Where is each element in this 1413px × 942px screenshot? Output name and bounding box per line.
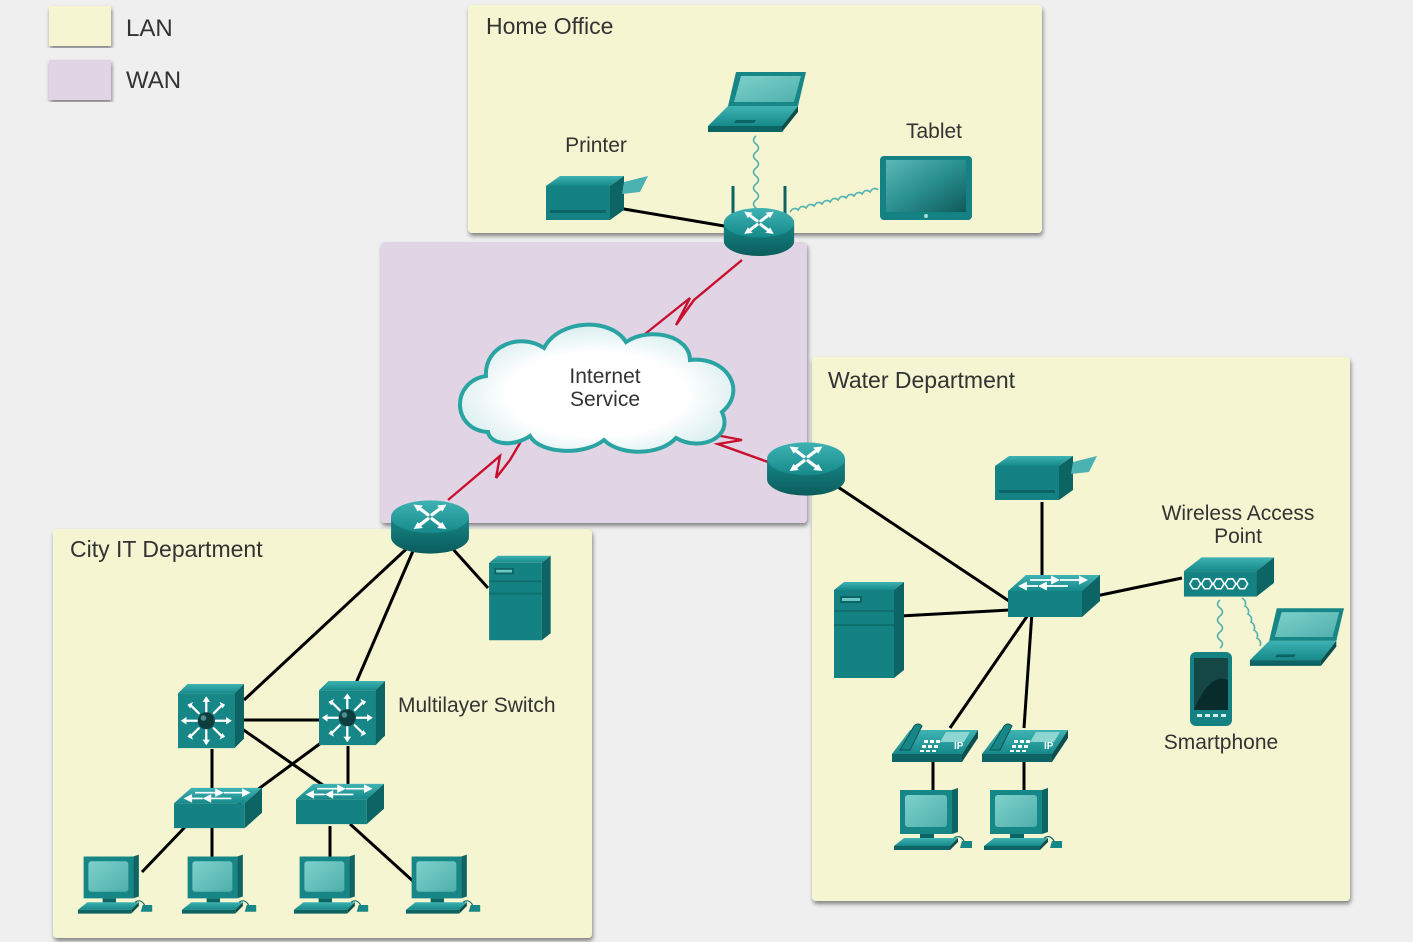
- wap-label-line2: Point: [1214, 525, 1262, 548]
- home-office-title: Home Office: [486, 13, 613, 39]
- city-it-switch-1[interactable]: [174, 787, 262, 829]
- cloud-label-line1: Internet: [569, 365, 640, 388]
- city-it-router[interactable]: [389, 498, 471, 556]
- ip-phone-1-badge: IP: [954, 741, 964, 752]
- legend-wan-label: WAN: [126, 67, 181, 94]
- cloud-label-line2: Service: [570, 388, 640, 411]
- multilayer-switch-label: Multilayer Switch: [398, 694, 556, 717]
- water-server[interactable]: [834, 582, 904, 678]
- home-router-icon: [722, 206, 796, 258]
- wireless-links: [752, 135, 1262, 649]
- legend-wan-swatch: [49, 60, 111, 100]
- water-switch[interactable]: [1008, 574, 1100, 618]
- legend-lan-swatch: [49, 6, 111, 46]
- multilayer-switch-2[interactable]: [319, 681, 385, 747]
- wap-label-line1: Wireless Access: [1162, 502, 1315, 525]
- water-department-zone: [812, 357, 1350, 901]
- home-tablet[interactable]: [880, 156, 972, 220]
- city-it-switch-2[interactable]: [296, 783, 384, 825]
- tablet-label: Tablet: [906, 120, 962, 143]
- water-smartphone[interactable]: [1190, 652, 1232, 726]
- wireless-access-point[interactable]: [1183, 556, 1275, 598]
- water-department-title: Water Department: [828, 367, 1016, 393]
- ip-phone-2-badge: IP: [1044, 741, 1054, 752]
- city-it-server[interactable]: [489, 555, 551, 641]
- city-it-title: City IT Department: [70, 536, 263, 562]
- ip-phone-2[interactable]: IP: [981, 723, 1069, 763]
- legend: LAN WAN: [49, 6, 181, 100]
- home-wireless-router[interactable]: [722, 186, 796, 258]
- cables: [140, 205, 1183, 884]
- ip-phone-1[interactable]: IP: [891, 723, 979, 763]
- water-department-router[interactable]: [765, 440, 847, 498]
- printer-label: Printer: [565, 134, 627, 157]
- internet-cloud: Internet Service: [458, 322, 736, 454]
- legend-lan-label: LAN: [126, 15, 173, 42]
- smartphone-label: Smartphone: [1164, 731, 1278, 754]
- multilayer-switch-1[interactable]: [178, 684, 244, 750]
